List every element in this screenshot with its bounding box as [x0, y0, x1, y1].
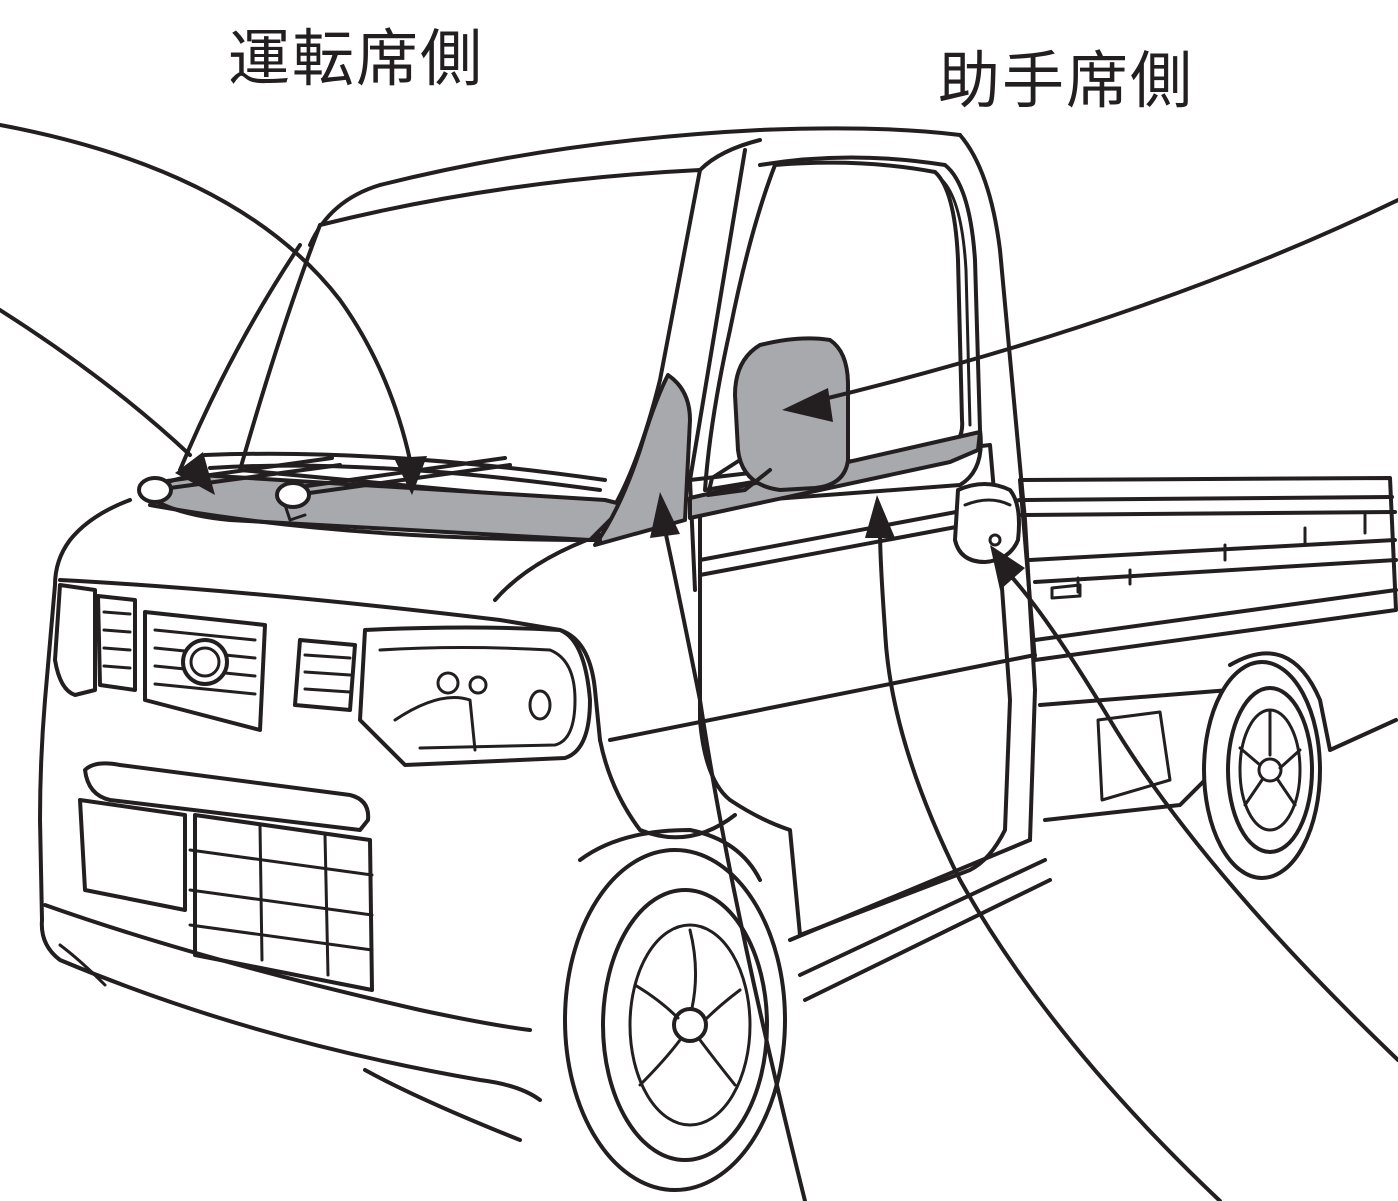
leader-mirror: [818, 198, 1398, 402]
leader-a-pillar: [663, 528, 807, 1201]
arrow-head-icon: [175, 452, 215, 495]
leader-window-sill: [878, 528, 1222, 1201]
arrow-head-icon: [394, 456, 427, 495]
truck-front: [38, 498, 602, 1142]
side-mirror: [733, 336, 850, 492]
leader-wiper-left: [0, 123, 412, 462]
leader-arrows: [0, 123, 1398, 1201]
leader-cowl-rising: [178, 243, 302, 472]
arrow-head-icon: [782, 388, 833, 422]
highlighted-parts: [143, 336, 982, 547]
rear-wheel: [1202, 660, 1322, 880]
arrow-head-icon: [990, 545, 1025, 590]
a-pillar-panel: [593, 373, 692, 547]
arrow-head-icon: [650, 492, 680, 538]
truck-bed: [1018, 476, 1398, 822]
passenger-side-label: 助手席側: [938, 44, 1195, 117]
leader-cowl-left: [0, 308, 192, 457]
front-wheel: [563, 828, 787, 1192]
driver-side-label: 運転席側: [228, 22, 485, 95]
arrow-head-icon: [865, 495, 895, 538]
leader-door-handle: [1008, 573, 1398, 1062]
